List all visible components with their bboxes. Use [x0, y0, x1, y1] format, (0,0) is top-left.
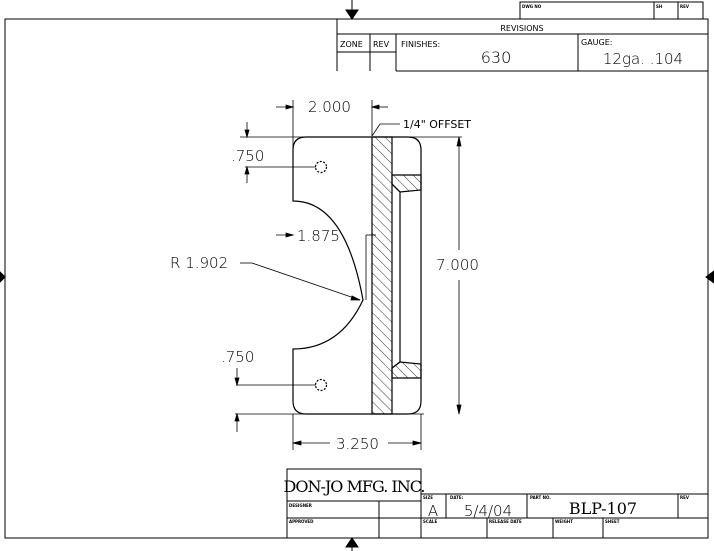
dim-bottom-hole: .750 — [221, 348, 254, 366]
mounting-hole-top — [314, 160, 328, 174]
dim-height: 7.000 — [436, 256, 479, 274]
offset-note: 1/4" OFFSET — [403, 118, 471, 131]
hatched-section — [371, 136, 393, 415]
company-name: DON-JO MFG. INC. — [284, 477, 425, 496]
dim-width-top: 2.000 — [308, 98, 351, 116]
revisions-title: REVISIONS — [500, 24, 543, 33]
designer-label: DESIGNER — [289, 503, 312, 508]
scale-label: SCALE — [423, 519, 437, 524]
zone-label: ZONE — [340, 40, 363, 49]
gauge-label: GAUGE: — [581, 38, 612, 47]
sheet-border — [4, 18, 709, 539]
revisions-block — [336, 19, 708, 72]
weight-label: WEIGHT — [555, 519, 573, 524]
gauge-value: 12ga. .104 — [603, 50, 683, 68]
dim-total-width: 3.250 — [336, 435, 379, 453]
dimension-lines — [234, 100, 462, 450]
date-value: 5/4/04 — [464, 502, 512, 520]
left-center-arrow — [0, 271, 6, 283]
sh-label: SH — [656, 4, 662, 9]
part-outline — [292, 136, 422, 415]
size-value: A — [428, 502, 438, 520]
dim-notch-depth: 1.875 — [297, 227, 340, 245]
dim-top-hole: .750 — [231, 147, 264, 165]
right-center-arrow — [705, 270, 714, 284]
top-rev-label: REV — [680, 4, 690, 9]
approved-label: APPROVED — [289, 519, 314, 524]
dwg-no-label: DWG NO — [522, 4, 542, 9]
size-label: SIZE — [423, 495, 433, 500]
sheet-label: SHEET — [605, 519, 620, 524]
top-center-arrow — [345, 9, 359, 20]
hatched-tab-top — [391, 174, 422, 193]
part-no-label: PART NO. — [530, 495, 551, 500]
finishes-value: 630 — [481, 48, 512, 67]
part-no-value: BLP-107 — [569, 499, 637, 518]
title-rev-label: REV — [680, 495, 690, 500]
release-date-label: RELEASE DATE — [489, 519, 522, 524]
hatched-tab-bottom — [391, 361, 422, 379]
mounting-hole-bottom — [314, 378, 328, 392]
dim-radius: R 1.902 — [170, 254, 228, 272]
finishes-label: FINISHES: — [401, 40, 440, 49]
bottom-center-arrow — [345, 537, 359, 548]
rev-label: REV — [373, 40, 390, 49]
drawing-number-block — [519, 1, 704, 20]
date-label: DATE: — [450, 495, 464, 500]
title-block — [286, 468, 708, 539]
